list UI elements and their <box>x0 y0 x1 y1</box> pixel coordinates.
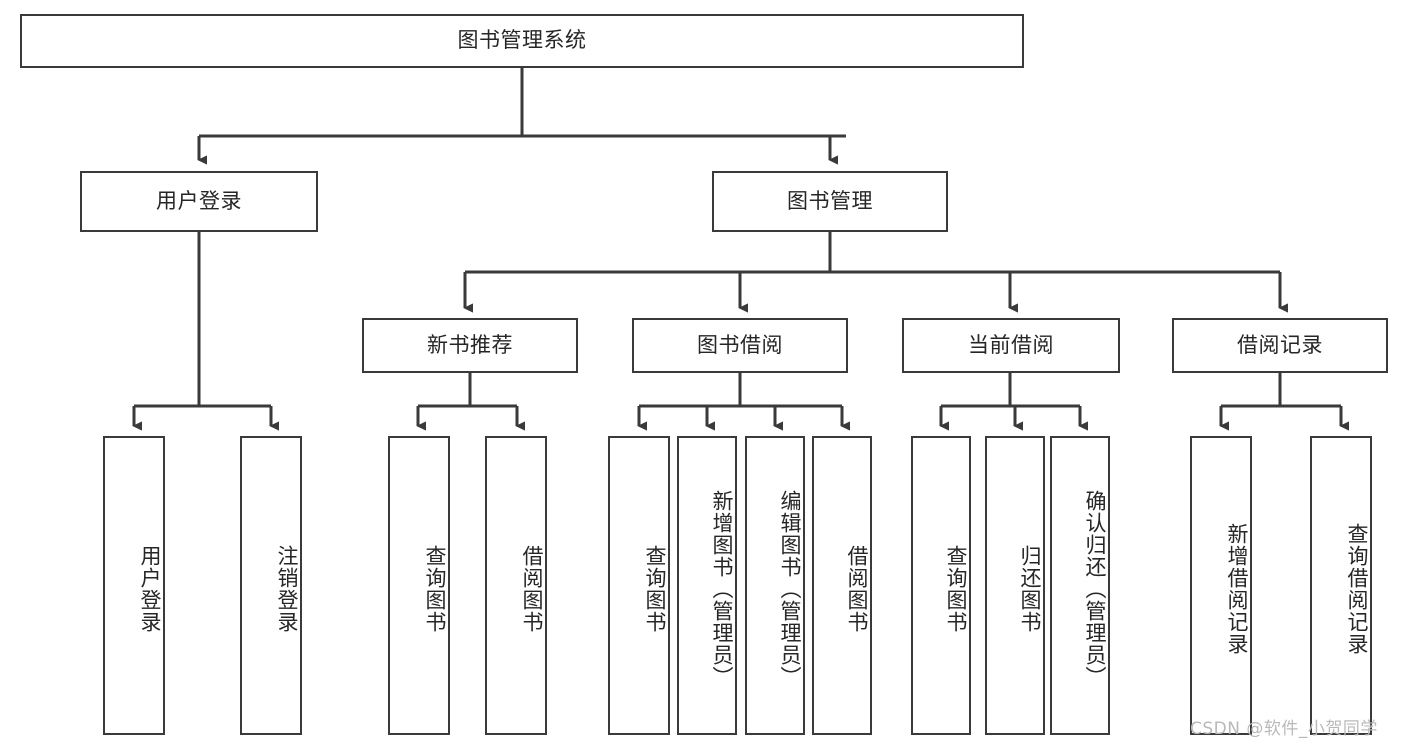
node-user-login[interactable]: 用户登录 <box>80 171 318 232</box>
leaf-borrow-book-recommend[interactable]: 借阅图书 <box>485 436 547 735</box>
leaf-return-book[interactable]: 归还图书 <box>985 436 1045 735</box>
leaf-add-book-admin[interactable]: 新增图书（管理员） <box>677 436 737 735</box>
node-new-book-recommend[interactable]: 新书推荐 <box>362 318 578 373</box>
leaf-query-borrow-record[interactable]: 查询借阅记录 <box>1310 436 1372 735</box>
leaf-add-borrow-record[interactable]: 新增借阅记录 <box>1190 436 1252 735</box>
leaf-borrow-book[interactable]: 借阅图书 <box>812 436 872 735</box>
leaf-edit-book-admin[interactable]: 编辑图书（管理员） <box>745 436 805 735</box>
node-borrow-record[interactable]: 借阅记录 <box>1172 318 1388 373</box>
leaf-logout[interactable]: 注销登录 <box>240 436 302 735</box>
leaf-query-book[interactable]: 查询图书 <box>608 436 670 735</box>
csdn-watermark: CSDN @软件_小贺同学 <box>1190 719 1378 739</box>
leaf-query-book-current[interactable]: 查询图书 <box>911 436 971 735</box>
leaf-user-login[interactable]: 用户登录 <box>103 436 165 735</box>
leaf-query-book-recommend[interactable]: 查询图书 <box>388 436 450 735</box>
node-current-borrow[interactable]: 当前借阅 <box>902 318 1120 373</box>
node-book-borrow[interactable]: 图书借阅 <box>632 318 848 373</box>
node-book-management[interactable]: 图书管理 <box>712 171 948 232</box>
node-root[interactable]: 图书管理系统 <box>20 14 1024 68</box>
leaf-confirm-return-admin[interactable]: 确认归还（管理员） <box>1050 436 1110 735</box>
